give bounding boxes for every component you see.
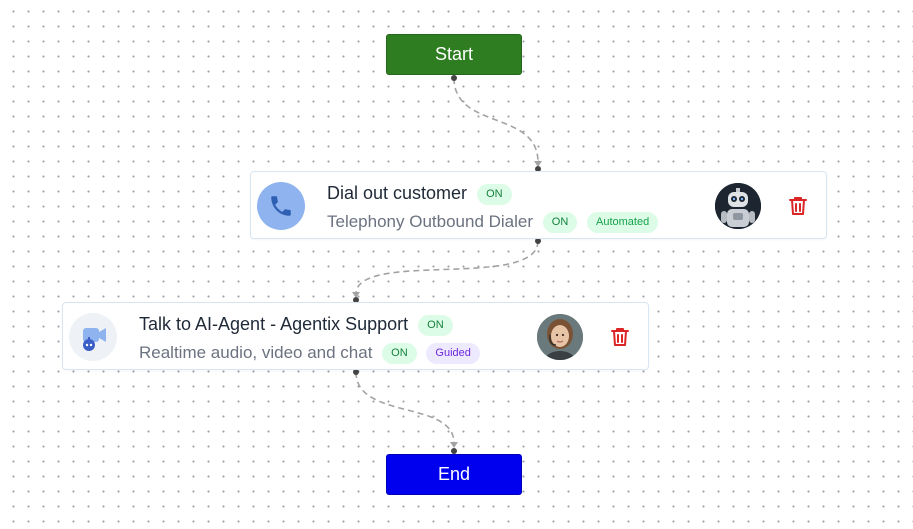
node-title: Dial out customer ON: [327, 183, 512, 205]
node-subtitle-text: Telephony Outbound Dialer: [327, 212, 534, 231]
node-title-text: Dial out customer: [327, 183, 468, 203]
status-badge: ON: [542, 212, 578, 234]
edge-talk-to-end: [355, 371, 455, 444]
trash-icon: [611, 328, 629, 346]
status-badge: ON: [477, 183, 512, 205]
edge-arrow-1: [534, 161, 542, 167]
mode-badge: Guided: [426, 343, 480, 365]
delete-button[interactable]: [786, 194, 810, 218]
trash-icon: [789, 197, 807, 215]
handle-dial-in: [535, 166, 541, 172]
status-badge: ON: [418, 314, 453, 336]
phone-icon: [257, 182, 305, 230]
start-label: Start: [434, 44, 473, 64]
edge-dial-to-talk: [355, 240, 539, 295]
handle-start-out: [451, 75, 457, 81]
end-node[interactable]: End: [386, 454, 522, 495]
handle-talk-out: [353, 369, 359, 375]
node-dial-out-customer[interactable]: Dial out customer ON Telephony Outbound …: [250, 171, 827, 239]
node-subtitle: Telephony Outbound Dialer ON Automated: [327, 212, 659, 234]
node-subtitle: Realtime audio, video and chat ON Guided: [139, 343, 480, 365]
node-title: Talk to AI-Agent - Agentix Support ON: [139, 314, 453, 336]
agent-avatar: [537, 314, 583, 360]
handle-talk-in: [353, 297, 359, 303]
status-badge: ON: [382, 343, 417, 365]
video-bot-icon: [69, 313, 117, 361]
end-label: End: [437, 464, 471, 484]
handle-end-in: [451, 448, 457, 454]
delete-button[interactable]: [608, 325, 632, 349]
node-title-text: Talk to AI-Agent - Agentix Support: [139, 314, 409, 334]
handle-dial-out: [535, 238, 541, 244]
edge-arrow-3: [450, 442, 458, 448]
mode-badge: Automated: [587, 212, 659, 234]
node-subtitle-text: Realtime audio, video and chat: [139, 343, 373, 362]
start-node[interactable]: Start: [386, 34, 522, 75]
robot-avatar: [715, 183, 761, 229]
edge-start-to-dial: [453, 77, 539, 163]
node-talk-to-ai-agent[interactable]: Talk to AI-Agent - Agentix Support ON Re…: [62, 302, 649, 370]
edge-arrow-2: [352, 292, 360, 298]
